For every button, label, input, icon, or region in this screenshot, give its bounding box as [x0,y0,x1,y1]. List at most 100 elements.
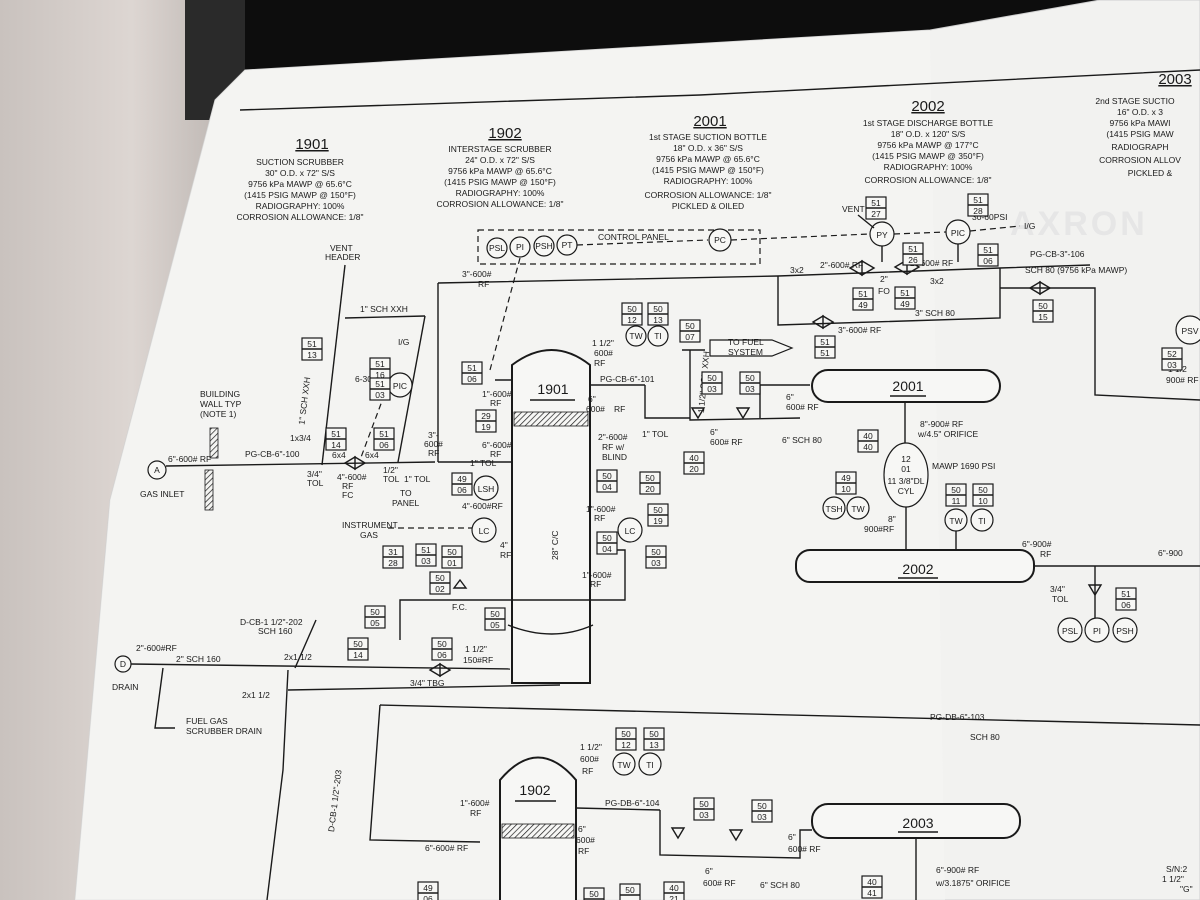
six-600-d-label: 6"-600# [482,440,512,450]
vent-header-label: HEADER [325,252,360,262]
one-600-a-label: 1"-600# [482,389,512,399]
six-600-g-label: 6" [705,866,713,876]
pic-left-text: PIC [393,381,407,391]
twentyeight-label: 28" C/C [550,531,560,560]
tag-box-value: 50 [370,607,380,617]
tag-box-value: 07 [685,332,695,342]
two-600-blind-label: BLIND [602,452,627,462]
mawp-1690-label: MAWP 1690 PSI [932,461,995,471]
three-q-tol-b-label: 3/4" [307,469,322,479]
tag-box-value: 51 [307,339,317,349]
one-half-600-b-label: 1 1/2" [580,742,602,752]
two-600-b-label: 2"-600# RF [910,258,953,268]
building-label: BUILDING [200,389,240,399]
tag-box-value: 03 [651,558,661,568]
six-600-rf-label: 6" [788,832,796,842]
six-x4-label: 6x4 [332,450,346,460]
ti4-bubble [638,752,662,776]
one-600-a-label: RF [490,398,501,408]
panel-psl-text: PSL [489,243,505,253]
tag-box-value: 50 [651,547,661,557]
tag-box-value: 10 [978,496,988,506]
sn-label: "G" [1180,884,1193,894]
d-cb-202-label: SCH 160 [258,626,293,636]
tag-box-value: 06 [467,374,477,384]
lsh-text: LSH [478,484,495,494]
one-tol-b-label: 1" TOL [470,458,497,468]
tag-box-value: 03 [421,556,431,566]
title-2003-line: CORROSION ALLOV [1099,155,1181,165]
title-1901-tag: 1901 [295,136,328,153]
six-900-b-label: 6"-900 [1158,548,1183,558]
instrument-tag-box: 50 [619,883,641,900]
tag-box-value: 04 [602,482,612,492]
tw1-bubble [625,325,647,347]
tsh-bubble [822,496,846,520]
tag-box-value: 40 [863,431,873,441]
signal-line [969,225,1021,232]
tag-box-value: 51 [379,429,389,439]
tag-box-value: 50 [447,547,457,557]
one-tol-c-label: 1" TOL [404,474,431,484]
check-valve [728,829,744,842]
two-600-blind-label: RF w/ [602,442,625,452]
to-panel-label: TO [400,488,412,498]
title-2001-line: 1st STAGE SUCTION BOTTLE [649,132,767,142]
tag-box-value: 52 [1167,349,1177,359]
tag-box-value: 49 [423,883,433,893]
title-2003-line: 16" O.D. x 3 [1117,107,1163,117]
six-600-g-label: 600# RF [703,878,736,888]
ig-left-label: I/G [398,337,409,347]
sch80-b-label: SCH 80 [970,732,1000,742]
gate-valve [428,662,452,678]
title-2002-line: 9756 kPa MAWP @ 177°C [877,140,978,150]
panel-pi-text: PI [516,242,524,252]
tag-box-value: 50 [627,304,637,314]
tag-box-value: 03 [1167,360,1177,370]
title-2001-line: RADIOGRAPHY: 100% [664,176,753,186]
pi-bubble [1084,617,1110,643]
four-600-label: 4"-600#RF [462,501,503,511]
tag-box-value: 50 [435,573,445,583]
one-x-three-four-label: 1x3/4 [290,433,311,443]
tag-box-value: 06 [423,894,433,900]
lc2-text: LC [625,526,636,536]
title-2002-line: 18" O.D. x 120" S/S [891,129,966,139]
pg-db-103-label: PG-DB-6"-103 [930,712,985,722]
four-600-b-label: RF [342,481,353,491]
title-1902-line: RADIOGRAPHY: 100% [456,188,545,198]
tag-box-value: 40 [669,883,679,893]
two-600-label: 2"-600# RF [820,260,863,270]
tw2-bubble [846,496,870,520]
tag-box-value: 20 [645,484,655,494]
tw4-text: TW [617,760,630,770]
pipe-1902-inlet [369,704,481,843]
two-sch160-label: 2" SCH 160 [176,654,221,664]
tag-box-value: 50 [621,729,631,739]
tag-box-value: 50 [649,729,659,739]
tag-box-value: 51 [820,348,830,358]
six-600-f-label: 6" [578,824,586,834]
tag-box-value: 06 [983,256,993,266]
lc1-text: LC [479,526,490,536]
title-2002-line: 1st STAGE DISCHARGE BOTTLE [863,118,994,128]
pg-cb-106-label: PG-CB-3"-106 [1030,249,1085,259]
tag-box-value: 41 [867,888,877,898]
ti1-bubble [647,325,669,347]
title-1902-line: 24" O.D. x 72" S/S [465,155,535,165]
six-600-d-label: RF [490,449,501,459]
tag-box-value: 50 [490,609,500,619]
compressor-cylinder [883,442,929,508]
